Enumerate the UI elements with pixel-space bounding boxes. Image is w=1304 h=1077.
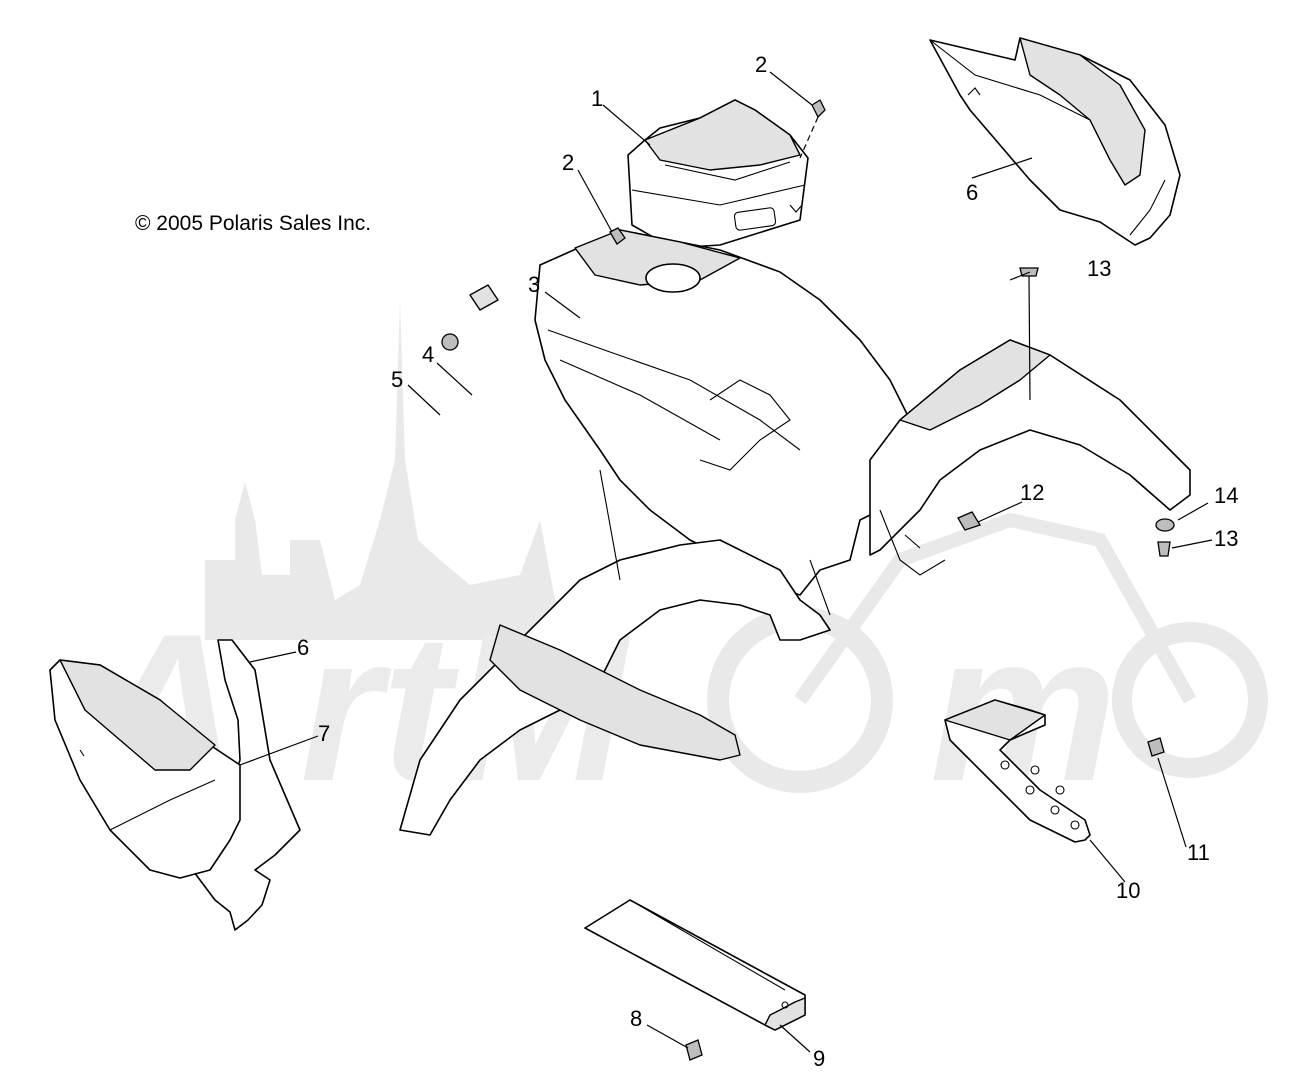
fasteners bbox=[441, 99, 1175, 1061]
watermark-frame bbox=[794, 512, 1197, 705]
callout-12: 12 bbox=[1020, 480, 1044, 505]
callout-4: 4 bbox=[422, 342, 434, 367]
watermark-skyline bbox=[205, 300, 620, 640]
callout-3: 3 bbox=[528, 272, 540, 297]
callout-9: 9 bbox=[813, 1046, 825, 1071]
bolt-5 bbox=[441, 333, 459, 351]
callout-8: 8 bbox=[630, 1006, 642, 1031]
callout-6-lower: 6 bbox=[297, 635, 309, 660]
washer-14 bbox=[1155, 518, 1175, 532]
screw-2-upper bbox=[811, 99, 826, 119]
callout-1: 1 bbox=[591, 86, 603, 111]
callout-6-upper: 6 bbox=[966, 180, 978, 205]
callout-7: 7 bbox=[318, 721, 330, 746]
leader-lines bbox=[239, 71, 1213, 1053]
callout-14: 14 bbox=[1214, 483, 1238, 508]
clip-12 bbox=[957, 511, 981, 531]
screw-13-lower bbox=[1157, 541, 1171, 557]
callout-2-upper: 2 bbox=[755, 52, 767, 77]
part-7-side-cover-panel bbox=[49, 659, 241, 879]
callout-13-lower: 13 bbox=[1214, 526, 1238, 551]
watermark-wheel-rear bbox=[1112, 622, 1268, 778]
part-9-bracket bbox=[584, 899, 806, 1031]
callout-13-upper: 13 bbox=[1087, 256, 1111, 281]
part-6-side-cover-upper bbox=[929, 37, 1181, 246]
part-1-headlight-pod bbox=[627, 99, 809, 259]
copyright-notice: © 2005 Polaris Sales Inc. bbox=[135, 212, 372, 235]
callout-10: 10 bbox=[1116, 878, 1140, 903]
callout-11: 11 bbox=[1187, 840, 1210, 865]
plate-holes bbox=[1000, 760, 1080, 830]
callout-5: 5 bbox=[391, 367, 403, 392]
callouts: 1 2 2 3 4 5 6 6 7 8 9 10 11 12 13 13 14 bbox=[297, 52, 1238, 1071]
part-10-plate bbox=[944, 699, 1091, 843]
screw-11 bbox=[1147, 737, 1165, 757]
screw-8 bbox=[685, 1039, 703, 1061]
screw-2-lower bbox=[609, 227, 626, 245]
part-3-front-fender bbox=[399, 229, 1191, 836]
clip-4 bbox=[469, 284, 499, 311]
callout-2-lower: 2 bbox=[562, 150, 574, 175]
